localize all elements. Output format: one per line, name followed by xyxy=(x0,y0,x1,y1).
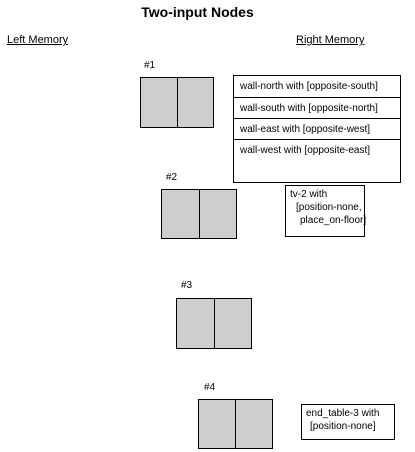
node-3-left-input xyxy=(177,299,214,348)
node-4 xyxy=(198,399,273,449)
node-2-right-memory: tv-2 with [position-none, place_on-floor… xyxy=(285,185,367,237)
diagram-title: Two-input Nodes xyxy=(141,4,254,20)
memory-entry-line: end_table-3 with xyxy=(306,408,380,419)
memory-entry: wall-north with [opposite-south] xyxy=(240,81,378,92)
node-4-right-memory: end_table-3 with [position-none] xyxy=(301,404,395,440)
node-2-label: #2 xyxy=(166,172,178,183)
memory-entry-line: [position-none, xyxy=(296,202,362,213)
node-3-right-input xyxy=(213,299,251,348)
node-2 xyxy=(161,189,237,239)
memory-entry: wall-south with [opposite-north] xyxy=(234,97,400,118)
node-1-left-input xyxy=(141,78,177,127)
node-1 xyxy=(140,77,214,128)
node-4-left-input xyxy=(199,400,235,448)
memory-entry-line: [position-none] xyxy=(310,421,376,432)
node-1-label: #1 xyxy=(144,60,156,71)
node-1-right-input xyxy=(176,78,213,127)
memory-entry: wall-east with [opposite-west] xyxy=(234,118,400,139)
memory-entry: wall-west with [opposite-east] xyxy=(234,139,400,160)
node-4-right-input xyxy=(235,400,272,448)
node-2-right-input xyxy=(198,190,236,238)
node-4-label: #4 xyxy=(204,382,216,393)
left-memory-heading: Left Memory xyxy=(7,34,69,46)
memory-entry-line: tv-2 with xyxy=(290,189,328,200)
node-2-left-input xyxy=(162,190,199,238)
node-3-label: #3 xyxy=(181,280,193,291)
node-1-right-memory: wall-north with [opposite-south] wall-so… xyxy=(233,75,401,183)
right-memory-heading: Right Memory xyxy=(296,34,365,46)
node-3 xyxy=(176,298,252,349)
memory-entry-line: place_on-floor] xyxy=(300,215,367,226)
